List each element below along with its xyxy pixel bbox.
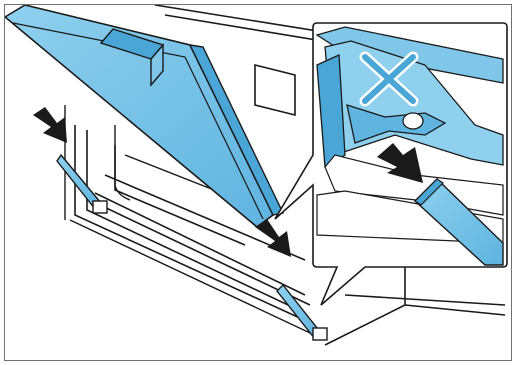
down-arrow-icon [33, 107, 67, 143]
oven-door-illustration [5, 5, 511, 360]
down-arrow-icon [255, 219, 291, 257]
illustration-figure [4, 4, 512, 361]
